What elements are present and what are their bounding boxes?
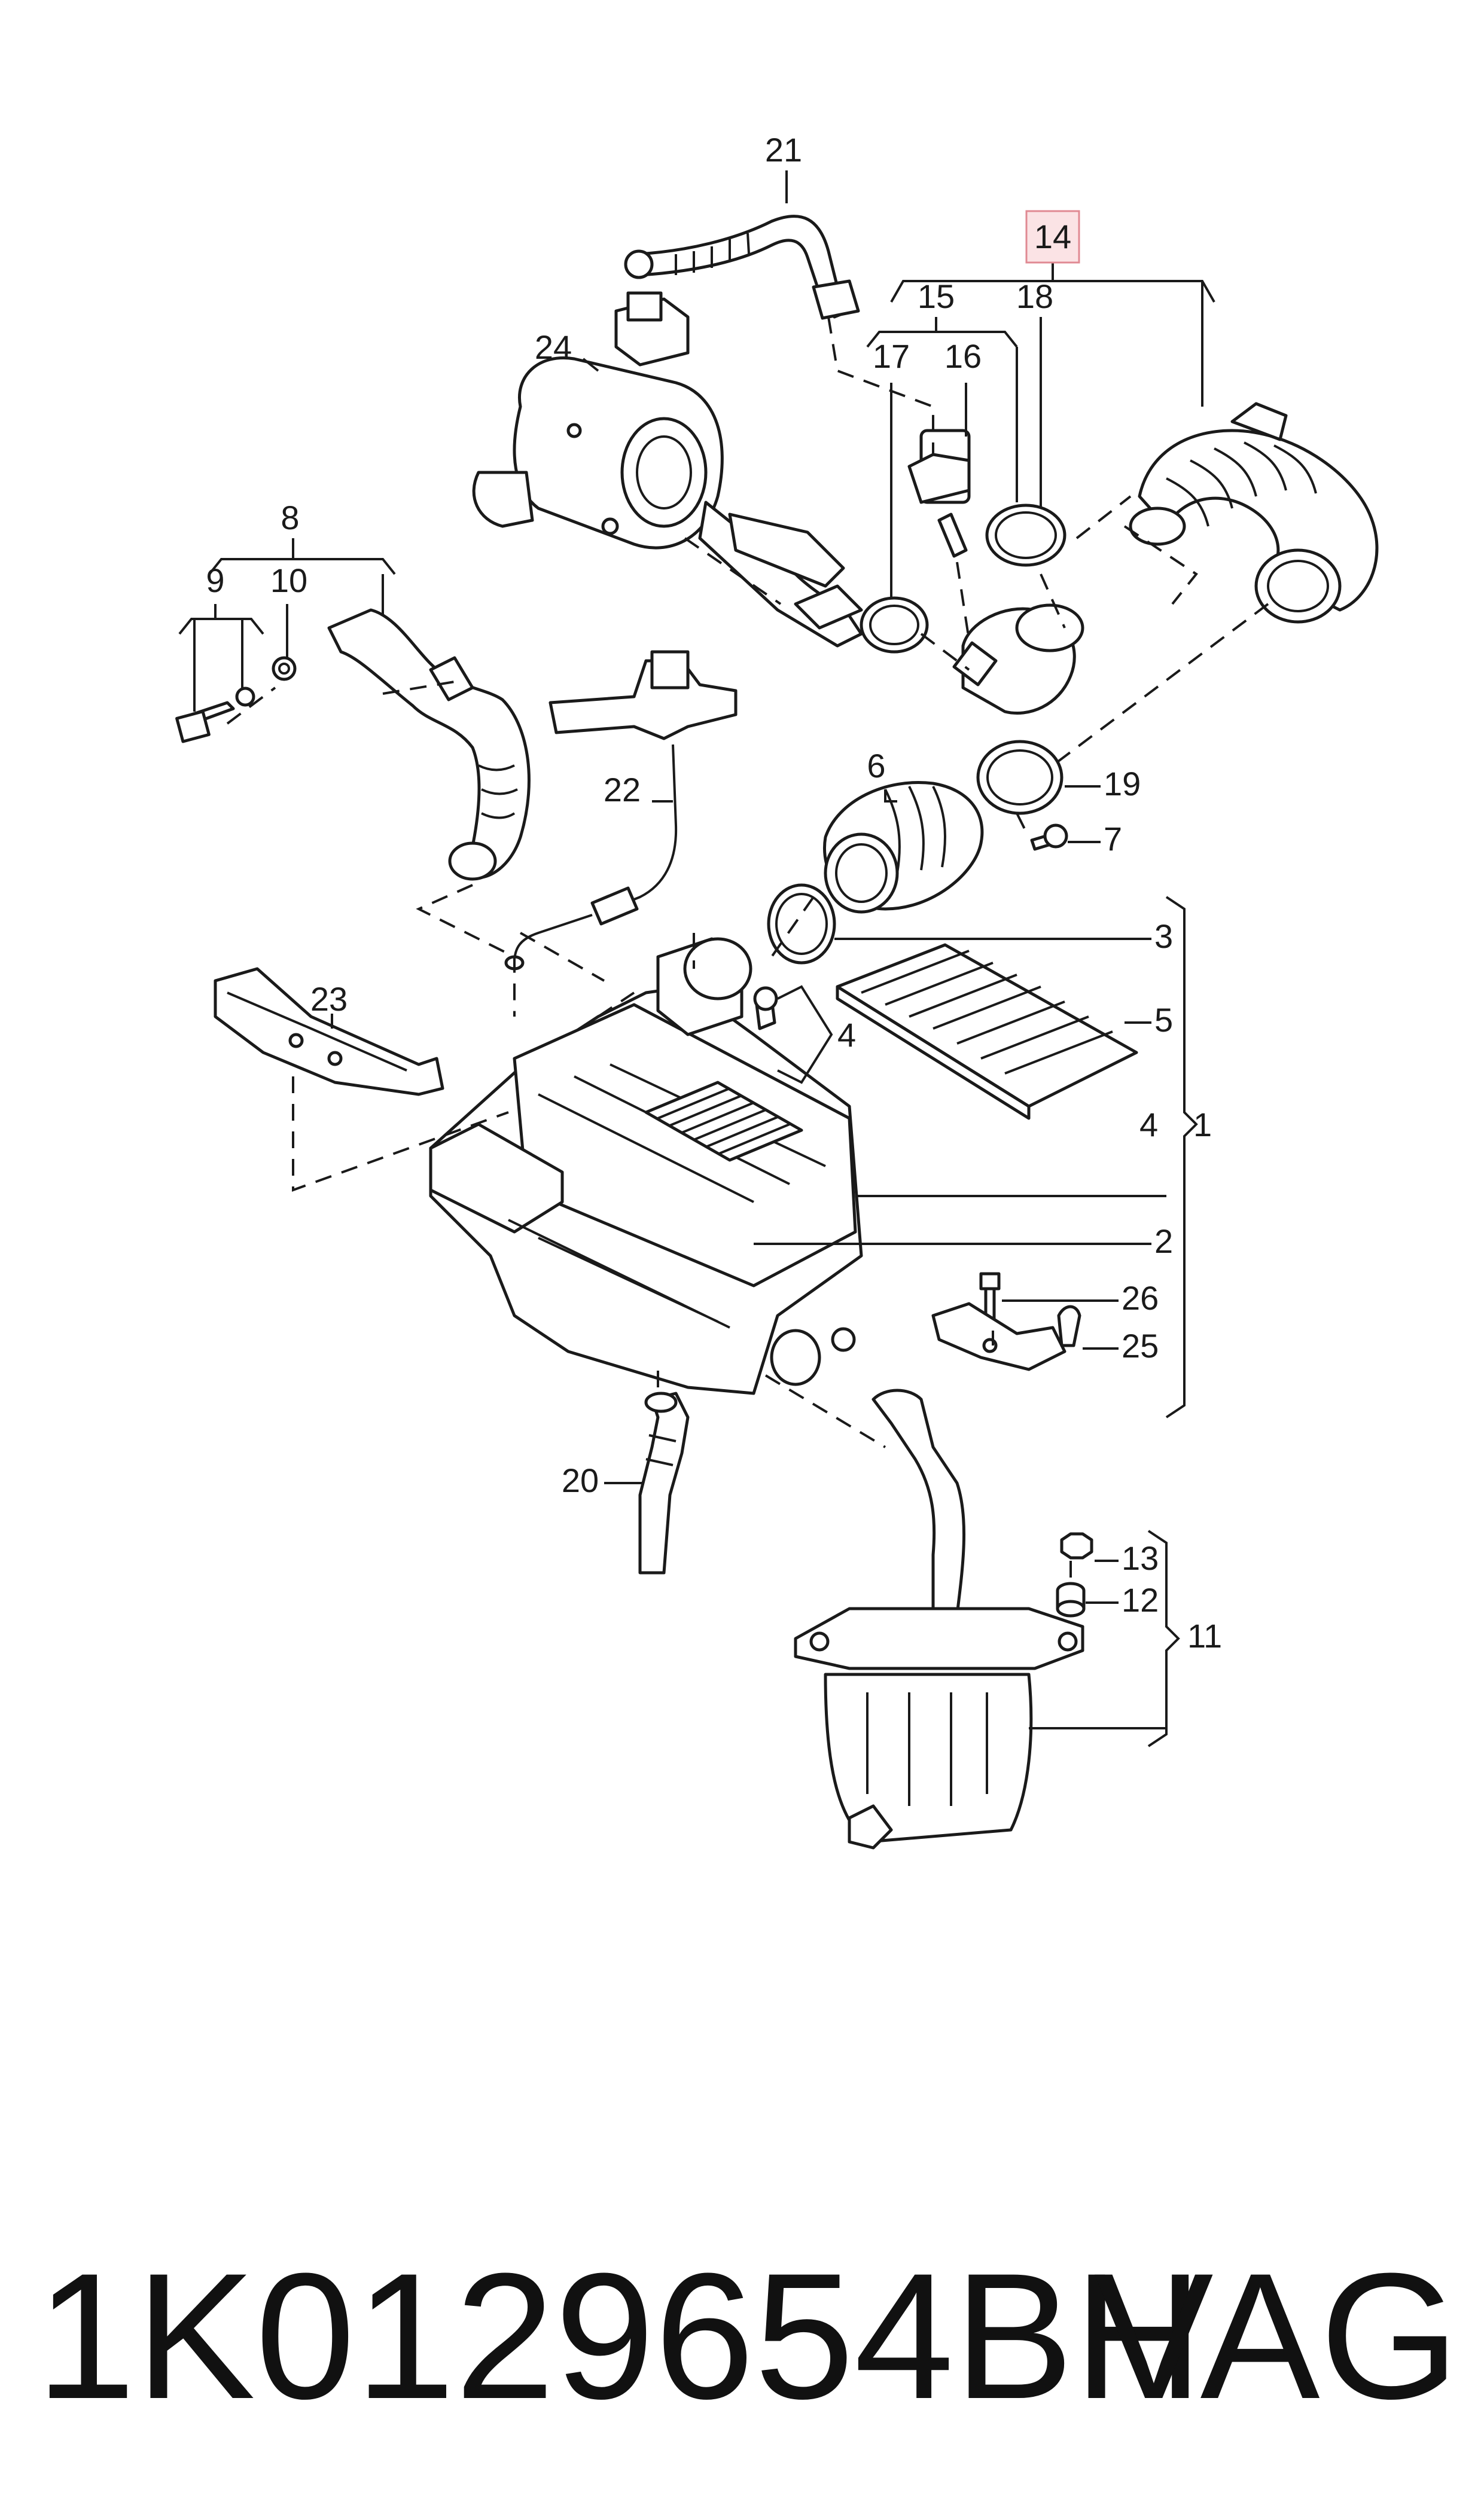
- callout-9: 9: [206, 562, 224, 599]
- part-17-seal-ring: [860, 596, 929, 654]
- part-16-air-mass-meter: [907, 429, 971, 558]
- callout-22: 22: [604, 771, 641, 809]
- callout-23: 23: [310, 980, 348, 1018]
- callout-16: 16: [944, 337, 982, 375]
- part-20-drain-hose: [638, 1392, 690, 1575]
- part-19-clamp: [976, 740, 1064, 815]
- callout-10: 10: [270, 562, 307, 599]
- part-9-bolt: [175, 687, 255, 743]
- callout-8: 8: [281, 499, 299, 536]
- callout-18: 18: [1016, 277, 1053, 315]
- callout-labels: 21 14 15 18 17 16 24 8 9 10 22 6 19 7 3 …: [206, 131, 1222, 1655]
- callout-13: 13: [1122, 1539, 1159, 1577]
- brand-name: VAG: [1094, 2235, 1459, 2436]
- callout-21: 21: [765, 131, 802, 169]
- part-number: 1K0129654BH: [36, 2235, 1203, 2436]
- callout-19: 19: [1104, 765, 1141, 803]
- callout-6: 6: [867, 747, 885, 785]
- callout-2: 2: [1154, 1222, 1173, 1260]
- callout-14-highlight: [1025, 210, 1080, 264]
- part-11-resonator: [794, 1389, 1084, 1850]
- part-12-rubber-mount: [1056, 1582, 1086, 1618]
- part-22-vacuum-line: [504, 650, 738, 971]
- part-21-breather-hose: [624, 215, 860, 320]
- leader-lines: [178, 170, 1215, 1747]
- part-14-intake-hose: [1129, 402, 1379, 624]
- part-7-screw: [1030, 823, 1068, 851]
- callout-25: 25: [1122, 1327, 1159, 1365]
- callout-1: 1: [1193, 1106, 1212, 1143]
- part-24-turbocharger: [472, 291, 863, 648]
- part-13-nut: [1060, 1532, 1093, 1560]
- callout-20: 20: [562, 1462, 599, 1499]
- part-5-filter-element: [836, 943, 1138, 1120]
- callout-7: 7: [1104, 820, 1122, 858]
- part-3-seal-ring: [767, 883, 836, 965]
- assembly-dash-lines: [226, 316, 1269, 1585]
- callout-4-lower: 4: [1139, 1106, 1158, 1143]
- callout-17: 17: [873, 337, 910, 375]
- callout-11: 11: [1187, 1617, 1222, 1655]
- callout-26: 26: [1122, 1279, 1159, 1317]
- callout-14: 14: [1034, 218, 1071, 255]
- part-10-washer: [272, 656, 297, 681]
- callout-3: 3: [1154, 917, 1173, 955]
- part-1-air-filter-housing: [429, 937, 863, 1395]
- part-8-charge-air-hose: [327, 608, 531, 881]
- part-23-bracket: [214, 967, 444, 1096]
- callout-15: 15: [918, 277, 955, 315]
- callout-12: 12: [1122, 1581, 1159, 1619]
- part-18-hose-clamp: [985, 504, 1066, 567]
- callout-4-upper: 4: [837, 1016, 856, 1054]
- part-25-bracket: [931, 1302, 1081, 1371]
- part-6-air-duct: [823, 781, 984, 914]
- part-15-intake-elbow: [952, 603, 1084, 715]
- callout-24: 24: [535, 328, 572, 366]
- callout-5: 5: [1154, 1001, 1173, 1039]
